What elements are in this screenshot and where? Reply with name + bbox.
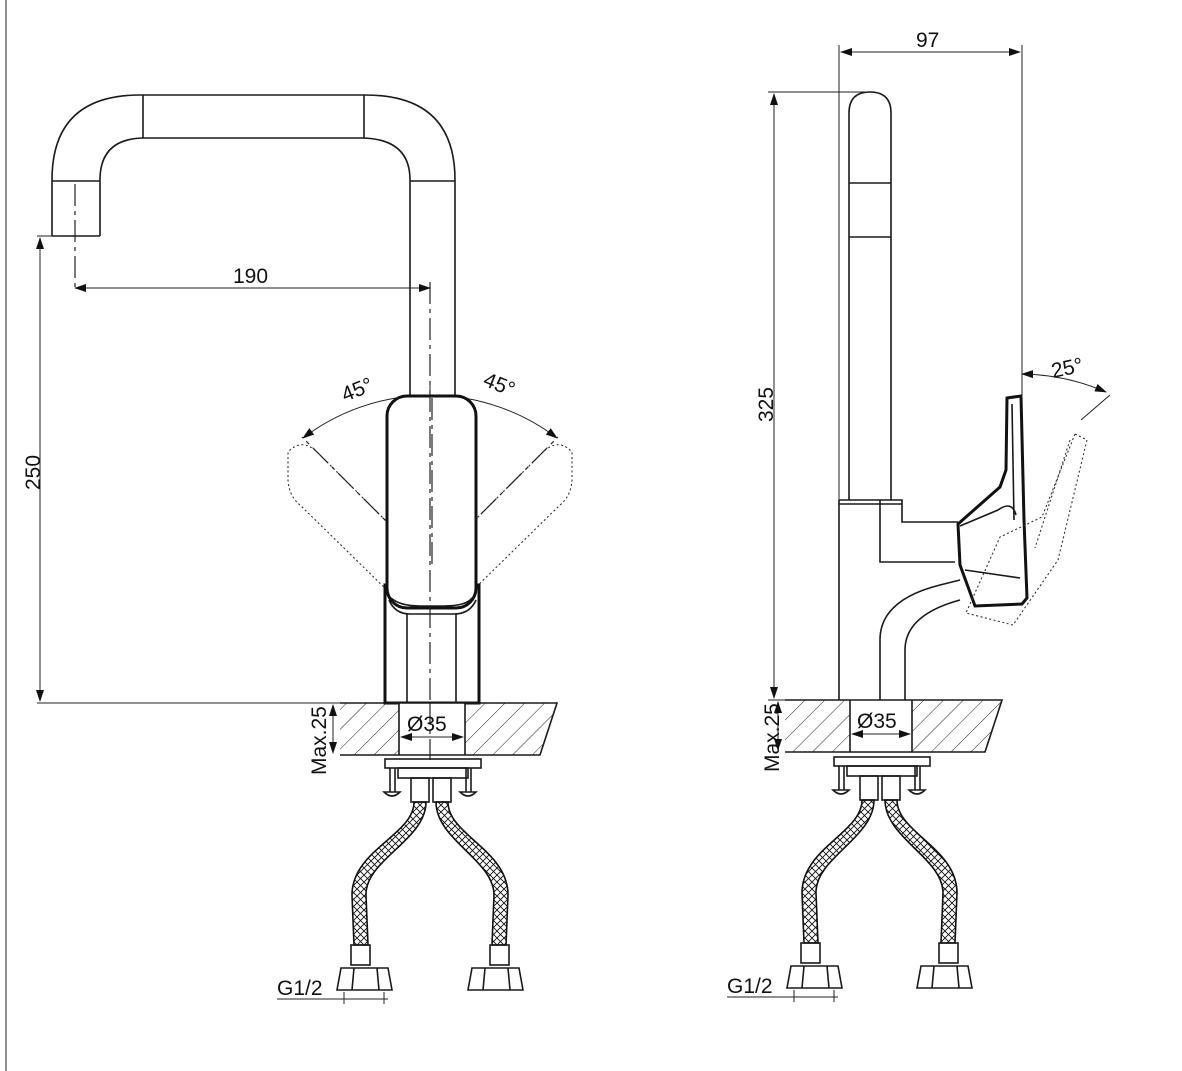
side-max-thickness-label: Max.25	[761, 703, 784, 772]
side-view: 25°	[727, 29, 1111, 1002]
front-reach-label: 190	[233, 265, 268, 288]
side-depth-label: 97	[916, 29, 939, 52]
front-thread-label: G1/2	[277, 977, 323, 1000]
side-angle-label: 25°	[1049, 354, 1085, 383]
side-hoses	[786, 799, 973, 989]
side-countertop	[785, 699, 1004, 753]
front-spout	[51, 94, 456, 398]
side-lever	[956, 394, 1088, 626]
front-hoses	[336, 801, 524, 991]
front-mounting-hardware	[382, 758, 482, 803]
front-hole-diameter-label: Ø35	[407, 713, 447, 736]
front-height-label: 250	[22, 455, 45, 490]
front-countertop	[340, 702, 559, 760]
front-max-thickness-label: Max.25	[308, 706, 331, 775]
side-mounting-hardware	[831, 756, 931, 801]
side-body	[838, 499, 961, 700]
front-view: 190 250 45° 45° Max.25 Ø35 G1/2	[22, 94, 573, 1004]
side-thread-label: G1/2	[727, 975, 773, 998]
side-spout	[848, 91, 892, 500]
front-angle-left-label: 45°	[338, 373, 376, 406]
front-angle-right-label: 45°	[480, 368, 518, 401]
side-hole-diameter-label: Ø35	[857, 710, 897, 733]
side-height-label: 325	[755, 387, 778, 422]
front-handle	[385, 394, 478, 610]
